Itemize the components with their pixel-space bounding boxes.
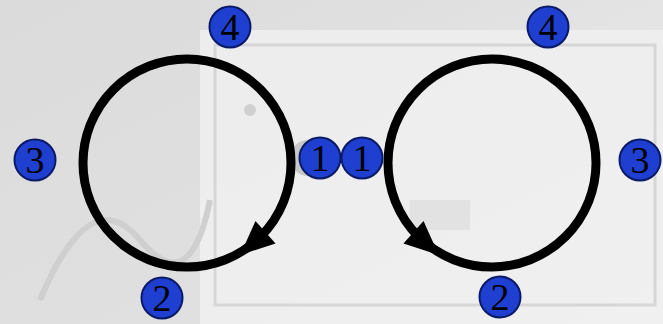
- arrowhead: [403, 221, 438, 255]
- callout-number: 2: [491, 278, 510, 316]
- callout-number: 1: [353, 139, 372, 177]
- callout-badge: 4: [526, 5, 570, 49]
- arrowhead: [240, 221, 275, 255]
- callout-badge: 4: [208, 5, 252, 49]
- callout-number: 3: [631, 141, 650, 179]
- callout-badge: 3: [13, 138, 57, 182]
- callout-number: 4: [221, 8, 240, 46]
- callout-badge: 2: [478, 275, 522, 319]
- callout-badge: 2: [140, 276, 184, 320]
- rotation-circle: [83, 59, 291, 267]
- callout-number: 1: [311, 139, 330, 177]
- callout-number: 2: [153, 279, 172, 317]
- callout-badge: 1: [340, 136, 384, 180]
- callout-number: 3: [26, 141, 45, 179]
- callout-number: 4: [539, 8, 558, 46]
- rotation-circle: [388, 59, 596, 267]
- callout-badge: 3: [618, 138, 662, 182]
- callout-badge: 1: [298, 136, 342, 180]
